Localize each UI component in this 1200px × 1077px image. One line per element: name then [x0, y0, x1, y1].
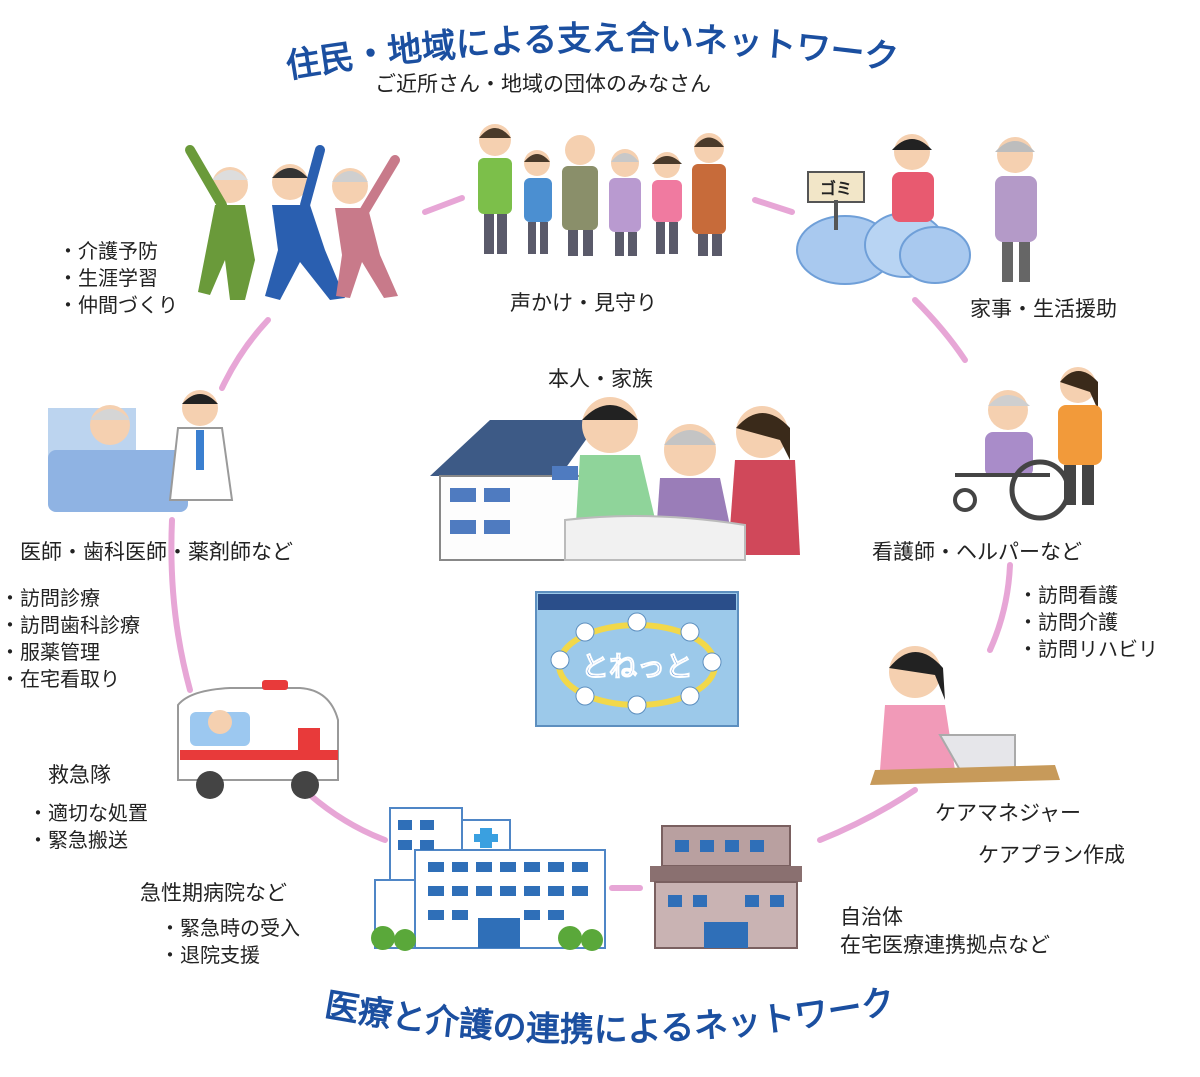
connector-doctors-ambulance [168, 517, 193, 693]
neighbors-caption: 声かけ・見守り [510, 291, 657, 315]
doctors-caption: 医師・歯科医師・薬剤師など [20, 540, 293, 564]
housework-illustration: ゴミ [796, 134, 1037, 285]
neighbors-illustration [478, 124, 726, 256]
hospital-item: 退院支援 [160, 942, 300, 969]
housework-caption: 家事・生活援助 [970, 297, 1117, 321]
exercise-list: 介護予防 生涯学習 仲間づくり [58, 238, 178, 319]
doctors-item: 服薬管理 [0, 639, 140, 666]
garbage-sign-text: ゴミ [820, 179, 852, 198]
center-illustration [430, 397, 800, 561]
ambulance-item: 緊急搬送 [28, 827, 148, 854]
ambulance-item: 適切な処置 [28, 800, 148, 827]
municipality-illustration [650, 825, 802, 949]
municipality-line2: 在宅医療連携拠点など [840, 933, 1050, 957]
hospital-list: 緊急時の受入 退院支援 [160, 915, 300, 969]
booklet: とねっと [535, 591, 739, 727]
care-manager-illustration [870, 646, 1060, 785]
hospital-illustration [371, 807, 606, 951]
exercise-item: 介護予防 [58, 238, 178, 265]
connector-caremanager-municipality [817, 787, 918, 843]
municipality-line1: 自治体 [840, 905, 903, 929]
nurses-item: 訪問介護 [1018, 609, 1158, 636]
nurses-item: 訪問リハビリ [1018, 636, 1158, 663]
ring-connectors [168, 195, 1013, 891]
nurses-item: 訪問看護 [1018, 582, 1158, 609]
care-manager-sub: ケアプラン作成 [978, 843, 1125, 867]
hospital-caption: 急性期病院など [140, 881, 287, 905]
doctors-list: 訪問診療 訪問歯科診療 服薬管理 在宅看取り [0, 585, 140, 693]
connector-exercise-doctors [219, 317, 271, 391]
subtitle-top: ご近所さん・地域の団体のみなさん [375, 72, 711, 96]
nurses-caption: 看護師・ヘルパーなど [872, 540, 1082, 564]
connector-ambulance-hospital [307, 792, 388, 843]
title-bottom: 医療と介護の連携によるネットワーク [322, 981, 899, 1050]
doctors-item: 在宅看取り [0, 666, 140, 693]
connector-housework-nurses [912, 297, 968, 363]
exercise-item: 仲間づくり [58, 292, 178, 319]
doctors-item: 訪問歯科診療 [0, 612, 140, 639]
doctor-illustration [48, 390, 234, 512]
wheelchair-illustration [953, 367, 1102, 521]
connector-nurses-caremanager [987, 562, 1013, 653]
connector-neighbors-exercise [422, 195, 465, 215]
exercise-item: 生涯学習 [58, 265, 178, 292]
ambulance-illustration [177, 680, 339, 799]
exercise-illustration [185, 145, 400, 300]
connector-neighbors-housework [752, 197, 795, 215]
ambulance-list: 適切な処置 緊急搬送 [28, 800, 148, 854]
ambulance-caption: 救急隊 [48, 763, 111, 787]
hospital-item: 緊急時の受入 [160, 915, 300, 942]
booklet-logo: とねっと [581, 650, 693, 683]
doctors-item: 訪問診療 [0, 585, 140, 612]
care-manager-caption: ケアマネジャー [935, 801, 1081, 825]
nurses-list: 訪問看護 訪問介護 訪問リハビリ [1018, 582, 1158, 663]
center-caption: 本人・家族 [548, 367, 653, 391]
